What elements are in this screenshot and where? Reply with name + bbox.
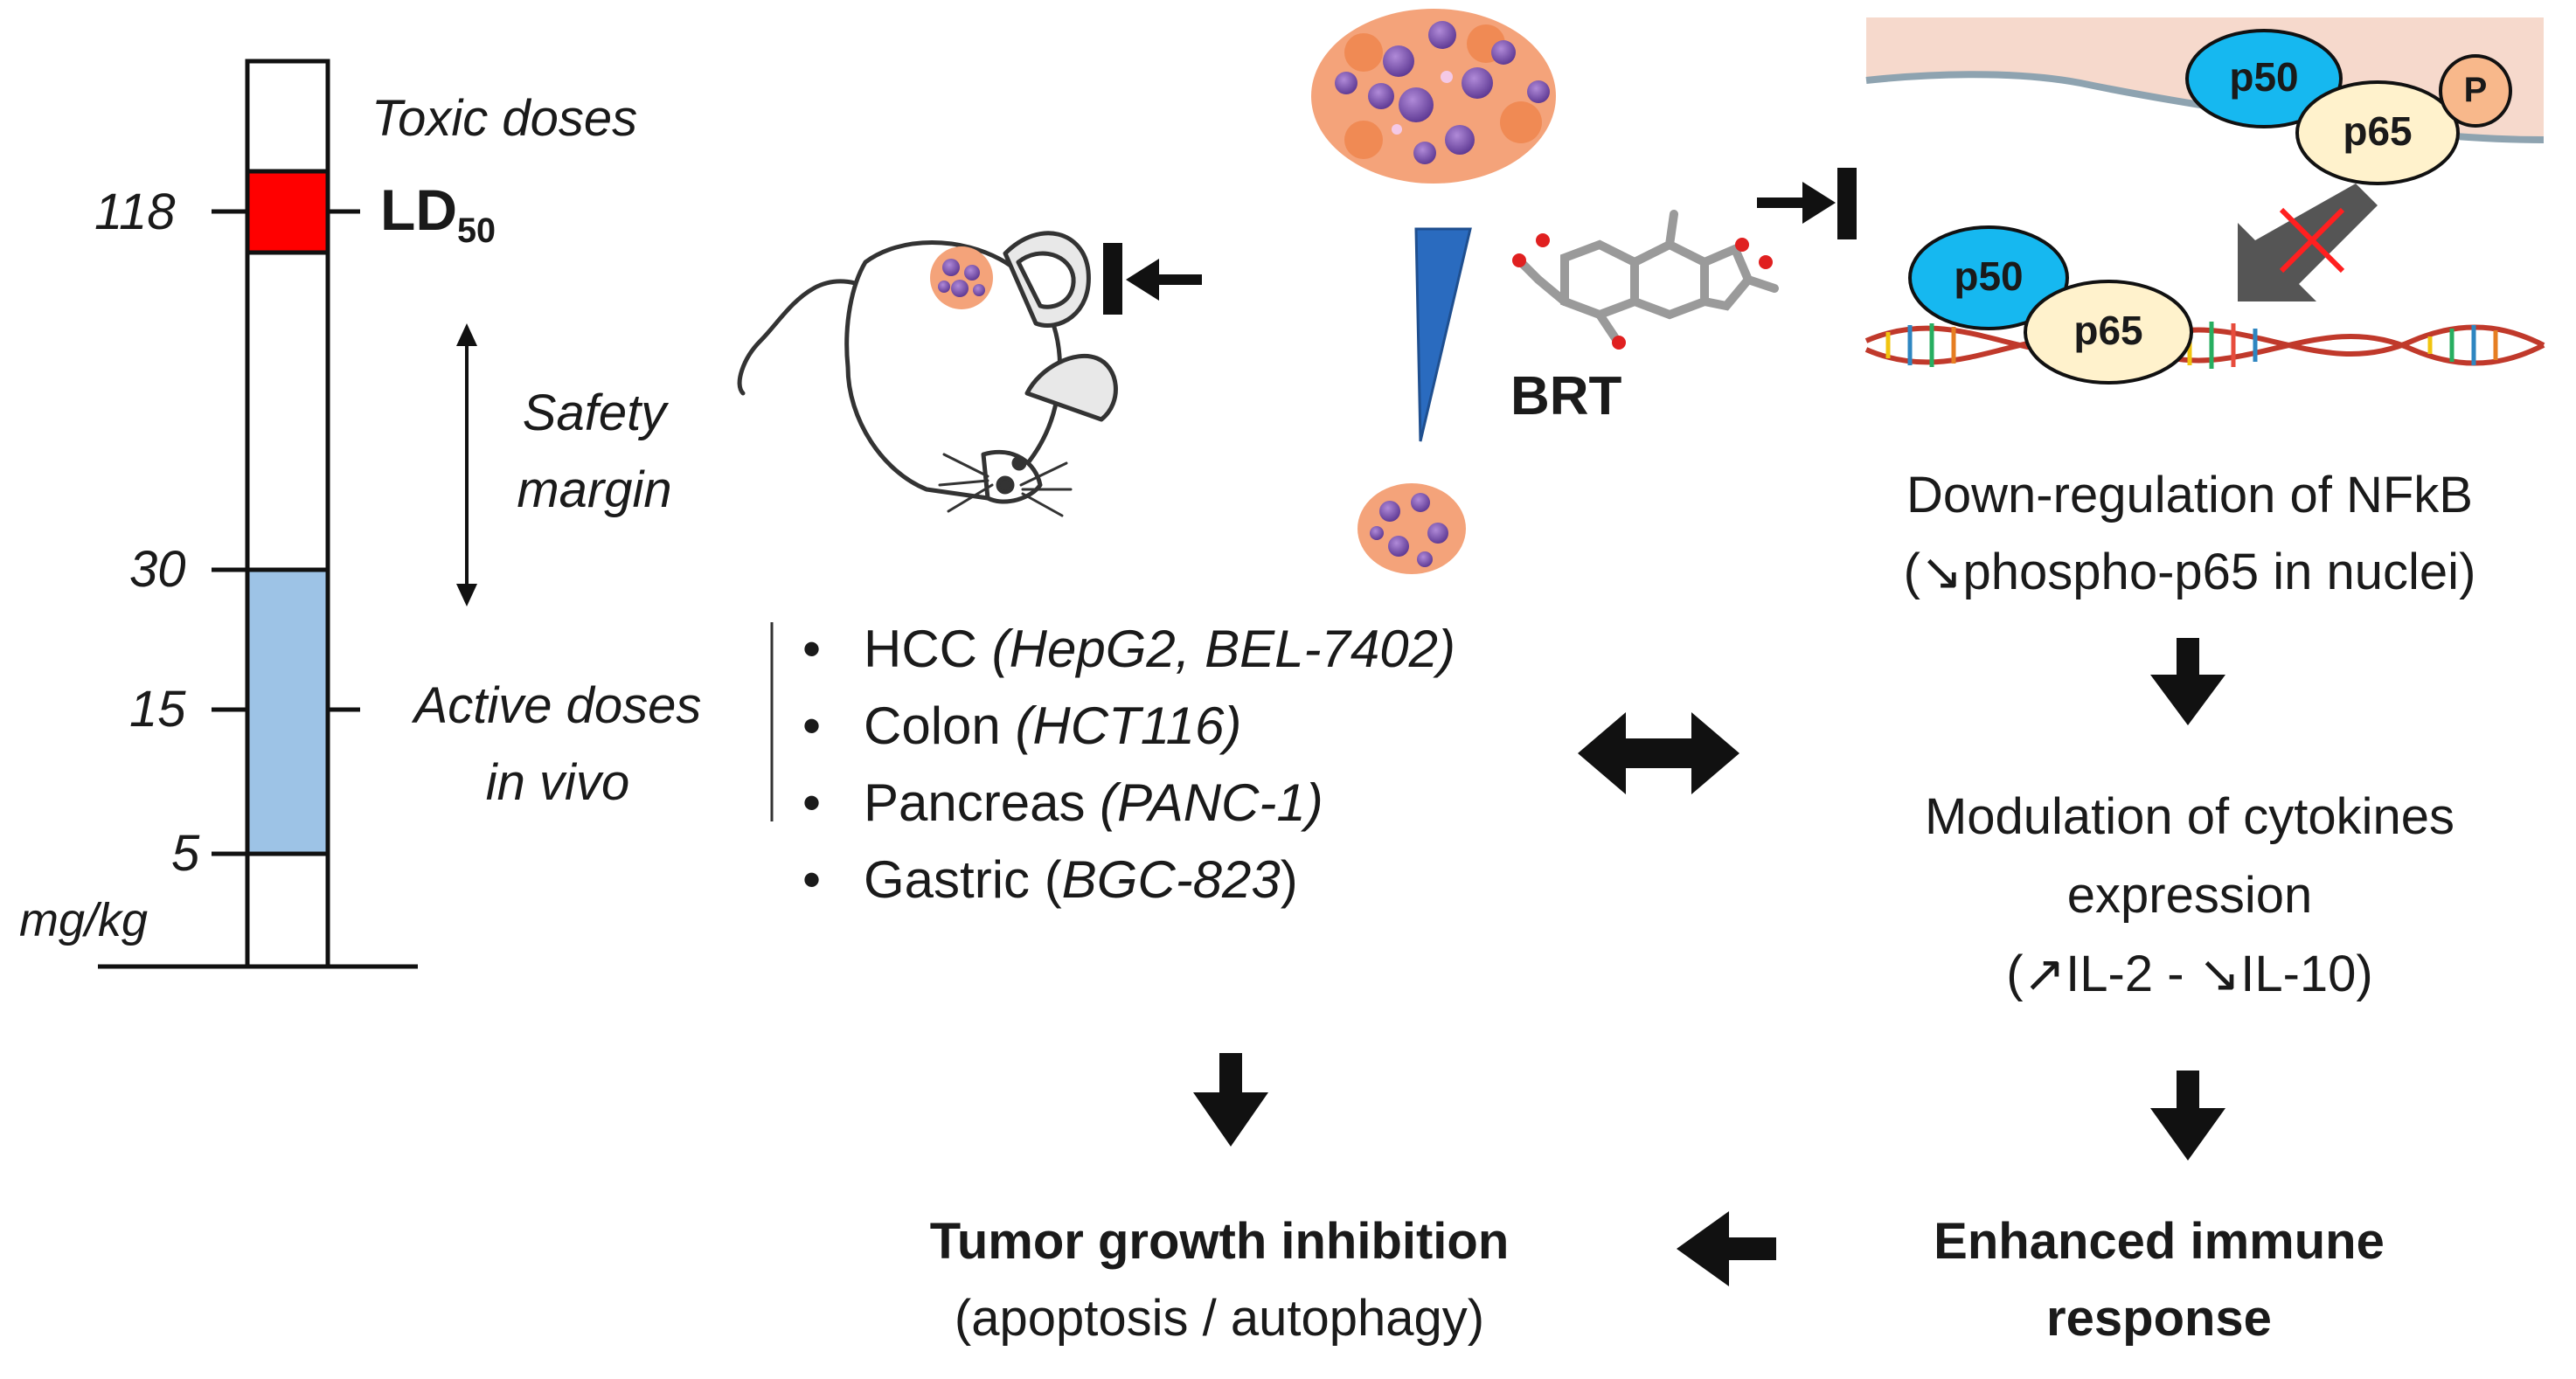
double-arrow (1578, 712, 1739, 794)
cancer-name: Gastric ( (864, 850, 1062, 909)
ld-main: LD (380, 177, 457, 242)
tumor-inhibition-sub: (apoptosis / autophagy) (954, 1290, 1485, 1347)
downreg-line1: Down-regulation of NFkB (1906, 467, 2473, 523)
cancer-lines: (PANC-1) (1100, 773, 1323, 832)
arrow-down-cancers (1193, 1053, 1268, 1147)
p50-lower-label: p50 (1954, 253, 2024, 299)
nfkb-panel (1864, 17, 2545, 385)
bullet-dot: • (802, 696, 822, 755)
phospho-label: P (2463, 71, 2488, 109)
active-doses-line2: in vivo (485, 754, 630, 811)
p65-lower (2024, 280, 2193, 385)
cytokine-line2: expression (2066, 867, 2313, 924)
blocked-translocation-arrow (2238, 184, 2378, 301)
cancer-lines: (HepG2, BEL-7402) (991, 620, 1455, 678)
active-band (245, 567, 330, 856)
downreg-line2: (↘phospho-p65 in nuclei) (1903, 544, 2476, 600)
p65-upper (2295, 80, 2460, 185)
p65-upper-label: p65 (2343, 108, 2413, 154)
cancer-item-colon: • Colon (HCT116) (802, 696, 1241, 756)
cancer-lines: BGC-823 (1061, 850, 1281, 909)
arrow-left-immune (1677, 1211, 1776, 1286)
cancer-close: ) (1280, 850, 1298, 909)
tick-label-5: 5 (171, 825, 200, 882)
tick-label-30: 30 (129, 541, 186, 598)
p50-lower (1908, 225, 2069, 330)
bullet-dot: • (802, 850, 822, 909)
brt-molecule (1512, 210, 1779, 350)
safety-margin-arrow (456, 323, 477, 606)
tumor-inhibition-title: Tumor growth inhibition (929, 1213, 1510, 1270)
active-doses-line1: Active doses (413, 677, 702, 734)
arrow-down-nfkb (2150, 638, 2225, 725)
mouse-tumor (930, 246, 993, 309)
cancer-name: Colon (864, 696, 1016, 755)
mouse-illustration (737, 231, 1118, 517)
safety-margin-line1: Safety (522, 385, 667, 441)
toxic-band (245, 169, 330, 255)
cancer-item-hcc: • HCC (HepG2, BEL-7402) (802, 619, 1455, 679)
unit-label: mg/kg (19, 894, 149, 946)
cancer-item-pancreas: • Pancreas (PANC-1) (802, 773, 1323, 833)
cytokine-line1: Modulation of cytokines (1924, 788, 2455, 845)
arrow-down-cytokines (2150, 1071, 2225, 1161)
dose-scale (98, 59, 477, 969)
ld50-label: LD50 (380, 177, 496, 251)
tick-label-15: 15 (129, 681, 186, 738)
p50-upper (2185, 29, 2343, 128)
p50-upper-label: p50 (2229, 54, 2299, 100)
large-tumor (1311, 9, 1556, 184)
phospho-marker (2439, 54, 2512, 128)
cancer-name: Pancreas (864, 773, 1101, 832)
cytokine-line3: (↗IL-2 - ↘IL-10) (2006, 946, 2373, 1002)
small-tumor (1357, 483, 1466, 574)
safety-margin-line2: margin (517, 461, 672, 518)
dose-gradient-wedge (1414, 227, 1472, 442)
ld-subscript: 50 (456, 211, 496, 250)
bullet-dot: • (802, 773, 822, 832)
p65-lower-label: p65 (2073, 308, 2143, 353)
toxic-doses-label: Toxic doses (371, 90, 638, 147)
tick-label-118: 118 (94, 184, 176, 240)
inhibit-arrow-left (1103, 243, 1202, 315)
inhibit-arrow-right (1757, 168, 1857, 239)
brt-label: BRT (1510, 366, 1622, 426)
cancer-lines: (HCT116) (1015, 696, 1242, 755)
cancer-item-gastric: • Gastric (BGC-823) (802, 849, 1298, 910)
immune-response-line1: Enhanced immune (1934, 1213, 2385, 1270)
bullet-dot: • (802, 620, 822, 678)
immune-response-line2: response (2046, 1290, 2272, 1347)
cancer-name: HCC (864, 620, 992, 678)
